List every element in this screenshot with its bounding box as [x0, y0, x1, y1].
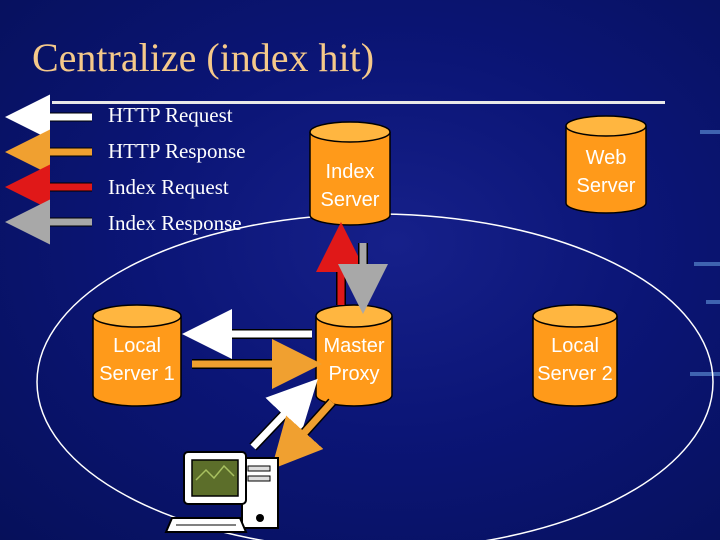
arrow-http-response-proxy-to-client: [271, 398, 336, 470]
node-label-line: Index: [325, 161, 375, 183]
node-label-web-server: Web Server: [561, 144, 651, 200]
node-label-index-server: Index Server: [305, 158, 395, 214]
title-rule: [52, 101, 665, 104]
node-label-line: Proxy: [328, 363, 380, 385]
node-label-line: Master: [323, 335, 385, 357]
node-label-master-proxy: Master Proxy: [309, 332, 399, 388]
decor-stripe: [700, 130, 720, 134]
node-label-line: Server: [320, 189, 380, 211]
legend-label-index-request: Index Request: [108, 175, 229, 199]
node-label-line: Web: [585, 147, 627, 169]
node-label-line: Local: [551, 335, 599, 357]
legend-label-index-response: Index Response: [108, 211, 242, 235]
cylinder-index-server: [309, 121, 391, 226]
slide-title: Centralize (index hit): [32, 35, 375, 80]
node-label-line: Server 2: [537, 363, 613, 385]
node-label-local-server-1: Local Server 1: [92, 332, 182, 388]
node-label-line: Server 1: [99, 363, 175, 385]
decor-stripe: [706, 300, 720, 304]
cylinder-local-server-1: [92, 304, 182, 407]
node-label-local-server-2: Local Server 2: [530, 332, 620, 388]
node-label-line: Server: [576, 175, 636, 197]
computer-icon: [164, 451, 279, 533]
node-label-line: Local: [113, 335, 161, 357]
cylinder-local-server-2: [532, 304, 618, 407]
legend-label-http-response: HTTP Response: [108, 139, 246, 163]
cylinder-web-server: [565, 115, 647, 214]
decor-stripe: [694, 262, 720, 266]
legend-label-http-request: HTTP Request: [108, 103, 233, 127]
decor-stripe: [690, 372, 720, 376]
cylinder-master-proxy: [315, 304, 393, 407]
